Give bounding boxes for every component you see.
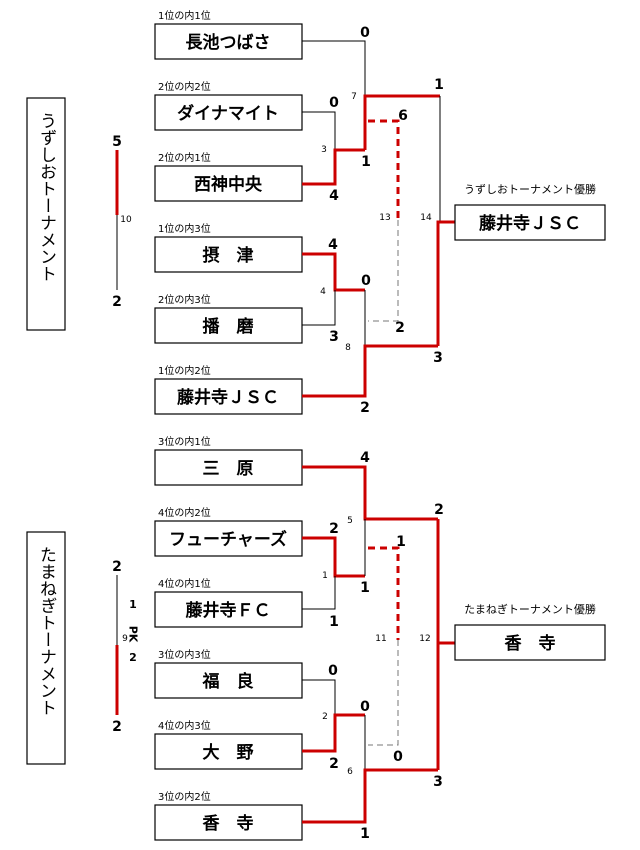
score-m5-b: 1 — [360, 580, 370, 596]
match-no-12: 12 — [419, 634, 430, 644]
team-name: 西神中央 — [194, 174, 263, 195]
tamanegi-team-5: 4位の内3位 大 野 — [154, 719, 303, 770]
seed-label: 3位の内3位 — [158, 648, 211, 661]
score-m10-b: 2 — [112, 294, 122, 310]
team-name: ダイナマイト — [177, 103, 279, 124]
score-m1-b: 1 — [329, 614, 339, 630]
seed-label: 2位の内2位 — [158, 80, 211, 93]
score-m11-b: 0 — [393, 749, 403, 765]
tamanegi-team-4: 3位の内3位 福 良 — [154, 648, 303, 699]
seed-label: 4位の内1位 — [158, 577, 211, 590]
team-name: 大 野 — [203, 742, 254, 763]
score-m6-a: 0 — [360, 699, 370, 715]
team-name: 福 良 — [202, 671, 254, 692]
match-no-6: 6 — [347, 767, 353, 777]
match-no-7: 7 — [351, 92, 357, 102]
match-no-5: 5 — [347, 516, 353, 526]
score-m6-b: 1 — [360, 826, 370, 842]
tamanegi-title-box — [26, 531, 66, 765]
score-m4-a: 4 — [328, 237, 338, 253]
team-name: フューチャーズ — [169, 529, 287, 550]
score-m12-a: 2 — [434, 502, 444, 518]
seed-label: 3位の内1位 — [158, 435, 211, 448]
tamanegi-champion-label: たまねぎトーナメント優勝 — [464, 602, 596, 616]
score-m8-b: 2 — [360, 400, 370, 416]
seed-label: 3位の内2位 — [158, 790, 211, 803]
team-name: 三 原 — [203, 459, 254, 479]
uzushio-champion-label: うずしおトーナメント優勝 — [464, 182, 596, 196]
score-m7-a: 0 — [360, 25, 370, 41]
uzushio-team-3: 2位の内1位 西神中央 — [154, 151, 303, 202]
seed-label: 1位の内1位 — [158, 9, 211, 22]
team-name: 摂 津 — [203, 245, 254, 266]
team-name: 播 磨 — [203, 316, 255, 337]
tamanegi-team-6: 3位の内2位 香 寺 — [154, 790, 303, 841]
match-no-14: 14 — [420, 213, 432, 223]
score-m2-b: 2 — [329, 756, 339, 772]
tamanegi-lines — [115, 465, 455, 824]
tamanegi-title: たまねぎトーナメント — [36, 546, 56, 716]
score-m7-b: 1 — [361, 154, 371, 170]
score-m2-a: 0 — [328, 663, 338, 679]
pk-label: PK — [127, 626, 140, 643]
score-m9-b: 2 — [112, 719, 122, 735]
uzushio-team-5: 2位の内3位 播 磨 — [154, 293, 303, 344]
match-no-8: 8 — [345, 343, 351, 353]
uzushio-team-4: 1位の内3位 摂 津 — [154, 222, 303, 273]
score-m8-a: 0 — [361, 273, 371, 289]
tamanegi-team-3: 4位の内1位 藤井寺ＦＣ — [154, 577, 303, 628]
pk-score-a: 1 — [129, 598, 137, 611]
seed-label: 4位の内2位 — [158, 506, 211, 519]
seed-label: 2位の内1位 — [158, 151, 211, 164]
match-no-9: 9 — [122, 634, 128, 644]
score-m1-a: 2 — [329, 521, 339, 537]
uzushio-title: うずしおトーナメント — [36, 112, 56, 282]
score-m11-a: 1 — [396, 534, 406, 550]
tamanegi-team-2: 4位の内2位 フューチャーズ — [154, 506, 303, 557]
uzushio-champion-box — [454, 204, 606, 241]
team-name: 長池つばさ — [186, 32, 271, 53]
score-m9-a: 2 — [112, 559, 122, 575]
score-m13-a: 6 — [398, 108, 408, 124]
seed-label: 2位の内3位 — [158, 293, 211, 306]
match-no-4: 4 — [320, 287, 326, 297]
match-no-10: 10 — [120, 215, 132, 225]
tamanegi-champion-box — [454, 624, 606, 661]
uzushio-champion-name: 藤井寺ＪＳＣ — [479, 213, 581, 234]
score-m4-b: 3 — [329, 329, 339, 345]
match-no-13: 13 — [379, 213, 390, 223]
uzushio-lines — [115, 40, 455, 398]
uzushio-team-2: 2位の内2位 ダイナマイト — [154, 80, 303, 131]
match-no-11: 11 — [375, 634, 386, 644]
team-name: 藤井寺ＦＣ — [186, 600, 271, 621]
match-no-3: 3 — [321, 145, 327, 155]
uzushio-team-6: 1位の内2位 藤井寺ＪＳＣ — [154, 364, 303, 415]
pk-score-b: 2 — [129, 651, 137, 664]
score-m3-a: 0 — [329, 95, 339, 111]
score-m14-a: 1 — [434, 77, 444, 93]
seed-label: 1位の内2位 — [158, 364, 211, 377]
score-m3-b: 4 — [329, 188, 339, 204]
score-m5-a: 4 — [360, 450, 370, 466]
team-name: 藤井寺ＪＳＣ — [177, 387, 279, 408]
team-name: 香 寺 — [203, 813, 254, 834]
seed-label: 4位の内3位 — [158, 719, 211, 732]
score-m14-b: 3 — [433, 350, 443, 366]
seed-label: 1位の内3位 — [158, 222, 211, 235]
score-m12-b: 3 — [433, 774, 443, 790]
score-m10-a: 5 — [112, 134, 122, 150]
tamanegi-champion-name: 香 寺 — [505, 633, 556, 654]
tamanegi-team-1: 3位の内1位 三 原 — [154, 435, 303, 486]
match-no-1: 1 — [322, 571, 328, 581]
match-no-2: 2 — [322, 712, 328, 722]
uzushio-team-1: 1位の内1位 長池つばさ — [154, 9, 303, 60]
score-m13-b: 2 — [395, 320, 405, 336]
uzushio-title-box — [26, 97, 66, 331]
